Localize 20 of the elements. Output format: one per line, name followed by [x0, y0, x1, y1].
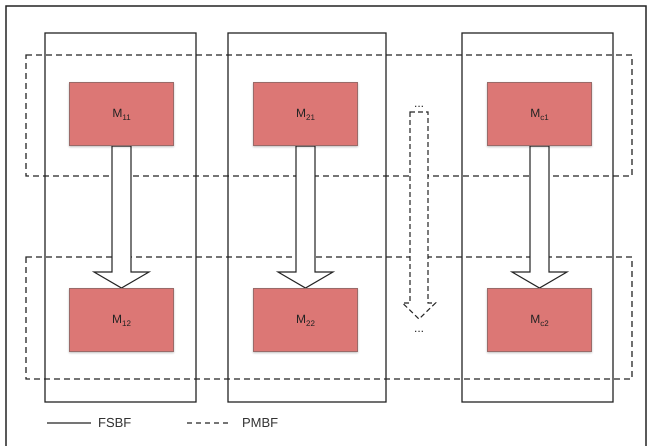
- module-box: [487, 82, 592, 146]
- module-box: [69, 82, 174, 146]
- legend-label: PMBF: [242, 416, 278, 429]
- module-box: [253, 288, 358, 352]
- hollow-arrow: [510, 145, 570, 289]
- module-box: [487, 288, 592, 352]
- module-label: M$_{11}$: [112, 106, 131, 122]
- module-box: [253, 82, 358, 146]
- module-box: [69, 288, 174, 352]
- module-label: M$_{12}$: [112, 312, 131, 328]
- module-label: M$_{c2}$: [530, 312, 549, 328]
- ellipsis-text: ...: [414, 322, 424, 334]
- module-label: M$_{22}$: [296, 312, 315, 328]
- hollow-arrow: [276, 145, 336, 289]
- ellipsis-text: ...: [414, 97, 424, 109]
- legend-label: FSBF: [98, 416, 132, 429]
- hollow-arrow: [401, 111, 437, 320]
- hollow-arrow: [92, 145, 152, 289]
- module-label: M$_{21}$: [296, 106, 315, 122]
- module-label: M$_{c1}$: [530, 106, 549, 122]
